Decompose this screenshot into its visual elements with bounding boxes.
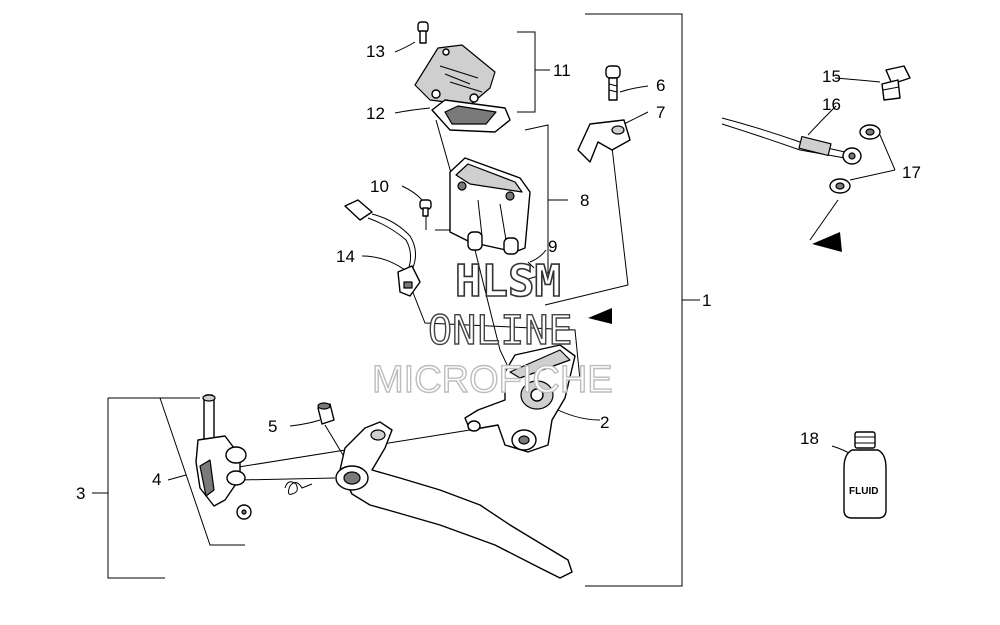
bolt-6 <box>605 65 621 101</box>
bracket-11 <box>517 31 550 113</box>
callout-12: 12 <box>366 104 385 123</box>
callout-2: 2 <box>600 413 609 432</box>
watermark-line2: ONLINE <box>428 308 573 354</box>
bracket-1 <box>585 13 700 587</box>
callout-1: 1 <box>702 291 711 310</box>
callout-6: 6 <box>656 76 665 95</box>
bracket-3 <box>92 397 180 579</box>
bushing-5 <box>317 402 335 425</box>
lever-housing-2 <box>464 344 576 453</box>
master-cylinder-8 <box>449 157 531 255</box>
callout-labels: 1 2 3 4 5 6 7 8 9 10 11 12 13 14 15 16 1… <box>76 42 921 503</box>
banjo-bolt-15 <box>881 65 911 101</box>
pin-9 <box>527 261 535 269</box>
screw-10 <box>419 199 432 217</box>
spring <box>284 481 313 495</box>
callout-9: 9 <box>548 237 557 256</box>
clamp-7 <box>577 119 631 163</box>
watermark-line3: MICROFICHE <box>372 359 613 401</box>
screw-13 <box>417 21 429 44</box>
callout-17: 17 <box>902 163 921 182</box>
fluid-bottle-18: FLUID <box>843 431 887 519</box>
brake-lever <box>335 421 573 579</box>
reservoir-cap-11 <box>414 44 496 106</box>
washers-17 <box>829 124 881 194</box>
brake-hose-16 <box>721 117 862 165</box>
callout-3: 3 <box>76 484 85 503</box>
direction-arrows <box>588 232 842 324</box>
adjuster-4 <box>195 394 252 520</box>
callout-11: 11 <box>553 61 571 80</box>
callout-15: 15 <box>822 67 841 86</box>
callout-4: 4 <box>152 470 161 489</box>
callout-10: 10 <box>370 177 389 196</box>
bracket-4 <box>159 397 245 546</box>
callout-13: 13 <box>366 42 385 61</box>
watermark-line1: HLSM <box>455 256 561 307</box>
bracket-8 <box>524 124 568 281</box>
callout-7: 7 <box>656 103 665 122</box>
callout-8: 8 <box>580 191 589 210</box>
watermark: HLSM ONLINE MICROFICHE <box>371 255 613 402</box>
callout-14: 14 <box>336 247 355 266</box>
bottle-label: FLUID <box>849 486 878 497</box>
callout-16: 16 <box>822 95 841 114</box>
callout-5: 5 <box>268 417 277 436</box>
brake-switch-14 <box>344 199 421 297</box>
callout-18: 18 <box>800 429 819 448</box>
gasket-12 <box>431 99 511 133</box>
